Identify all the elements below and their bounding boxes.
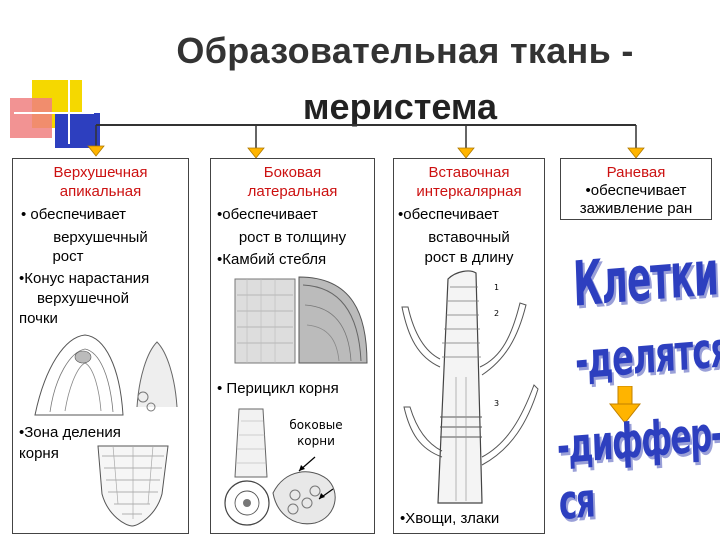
lateral-l4: • Перицикл корня xyxy=(217,379,339,398)
apical-title1: Верхушечная xyxy=(13,163,188,182)
root-tip-illustration xyxy=(88,444,178,529)
lateral-l1: •обеспечивает xyxy=(217,205,318,224)
intercalary-title2: интеркалярная xyxy=(394,182,544,201)
apical-l2: верхушечный xyxy=(13,228,188,247)
cells-differentiate: -диффер-ся xyxy=(556,407,720,532)
wound-l2: заживление ран xyxy=(561,199,711,218)
apical-l6: почки xyxy=(19,309,58,328)
apical-l7: •Зона деления xyxy=(19,423,121,442)
lateral-l2: рост в толщину xyxy=(211,228,374,247)
apical-bud-illustration xyxy=(25,327,185,417)
wound-title1: Раневая xyxy=(561,163,711,182)
panel-intercalary: Вставочная интеркалярная •обеспечивает в… xyxy=(393,158,545,534)
cells-heading: Клетки: xyxy=(572,237,720,321)
cells-divide: -делятся xyxy=(574,319,720,390)
panel-apical: Верхушечная апикальная • обеспечивает ве… xyxy=(12,158,189,534)
root-pericycle-illustration xyxy=(215,407,371,529)
lateral-title2: латеральная xyxy=(211,182,374,201)
apical-title2: апикальная xyxy=(13,182,188,201)
intercalary-l3: рост в длину xyxy=(394,248,544,267)
intercalary-n1: 1 xyxy=(494,283,499,292)
stem-node-illustration xyxy=(398,267,540,509)
stem-cambium-illustration xyxy=(233,275,369,367)
lateral-title1: Боковая xyxy=(211,163,374,182)
intercalary-title1: Вставочная xyxy=(394,163,544,182)
panel-lateral: Боковая латеральная •обеспечивает рост в… xyxy=(210,158,375,534)
intercalary-l4: •Хвощи, злаки xyxy=(400,509,499,528)
intercalary-l1: •обеспечивает xyxy=(398,205,499,224)
lateral-l3: •Камбий стебля xyxy=(217,250,326,269)
apical-l4: •Конус нарастания xyxy=(19,269,149,288)
apical-l1: • обеспечивает xyxy=(21,205,126,224)
intercalary-l2: вставочный xyxy=(394,228,544,247)
connector-lines xyxy=(0,0,720,170)
apical-l8: корня xyxy=(19,444,59,463)
apical-l3: рост xyxy=(13,247,123,266)
apical-l5: верхушечной xyxy=(37,289,129,308)
wound-l1: •обеспечивает xyxy=(561,181,711,200)
intercalary-n3: 3 xyxy=(494,399,499,408)
intercalary-n2: 2 xyxy=(494,309,499,318)
panel-wound: Раневая •обеспечивает заживление ран xyxy=(560,158,712,220)
